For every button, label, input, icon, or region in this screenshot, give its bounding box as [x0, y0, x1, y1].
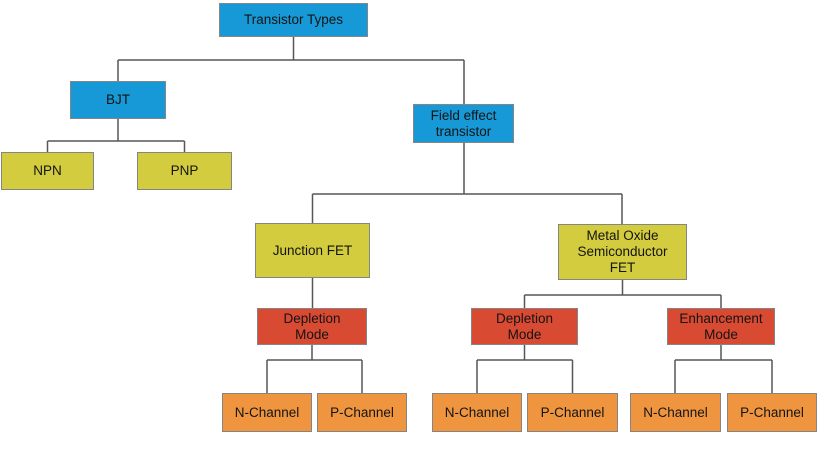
connector-mosfet-enhancement-to-channels	[674, 345, 773, 393]
node-junction-fet: Junction FET	[255, 223, 370, 278]
node-bjt: BJT	[70, 81, 166, 119]
node-pnp: PNP	[137, 152, 232, 190]
connector-mosfet-to-modes	[523, 280, 722, 308]
connector-root-to-bjt-fet	[117, 37, 465, 104]
node-metal-oxide-semiconductor-fet: Metal Oxide Semiconductor FET	[558, 224, 687, 280]
node-mosfet-depletion-mode: Depletion Mode	[471, 308, 578, 345]
node-jfet-depletion-p-channel: P-Channel	[317, 393, 407, 432]
connector-mosfet-depletion-to-channels	[476, 345, 574, 393]
node-npn: NPN	[1, 152, 94, 190]
node-mosfet-depletion-p-channel: P-Channel	[527, 393, 618, 432]
connector-fet-to-jfet-mosfet	[311, 143, 623, 224]
node-jfet-depletion-mode: Depletion Mode	[257, 308, 367, 345]
node-mosfet-enhancement-p-channel: P-Channel	[727, 393, 817, 432]
connector-bjt-to-npn-pnp	[46, 119, 186, 152]
node-transistor-types: Transistor Types	[219, 3, 368, 37]
node-field-effect-transistor: Field effect transistor	[413, 104, 514, 143]
node-mosfet-enhancement-mode: Enhancement Mode	[667, 308, 775, 345]
node-mosfet-depletion-n-channel: N-Channel	[432, 393, 522, 432]
node-mosfet-enhancement-n-channel: N-Channel	[630, 393, 721, 432]
node-jfet-depletion-n-channel: N-Channel	[222, 393, 312, 432]
connector-jfet-depletion-to-channels	[266, 345, 363, 393]
